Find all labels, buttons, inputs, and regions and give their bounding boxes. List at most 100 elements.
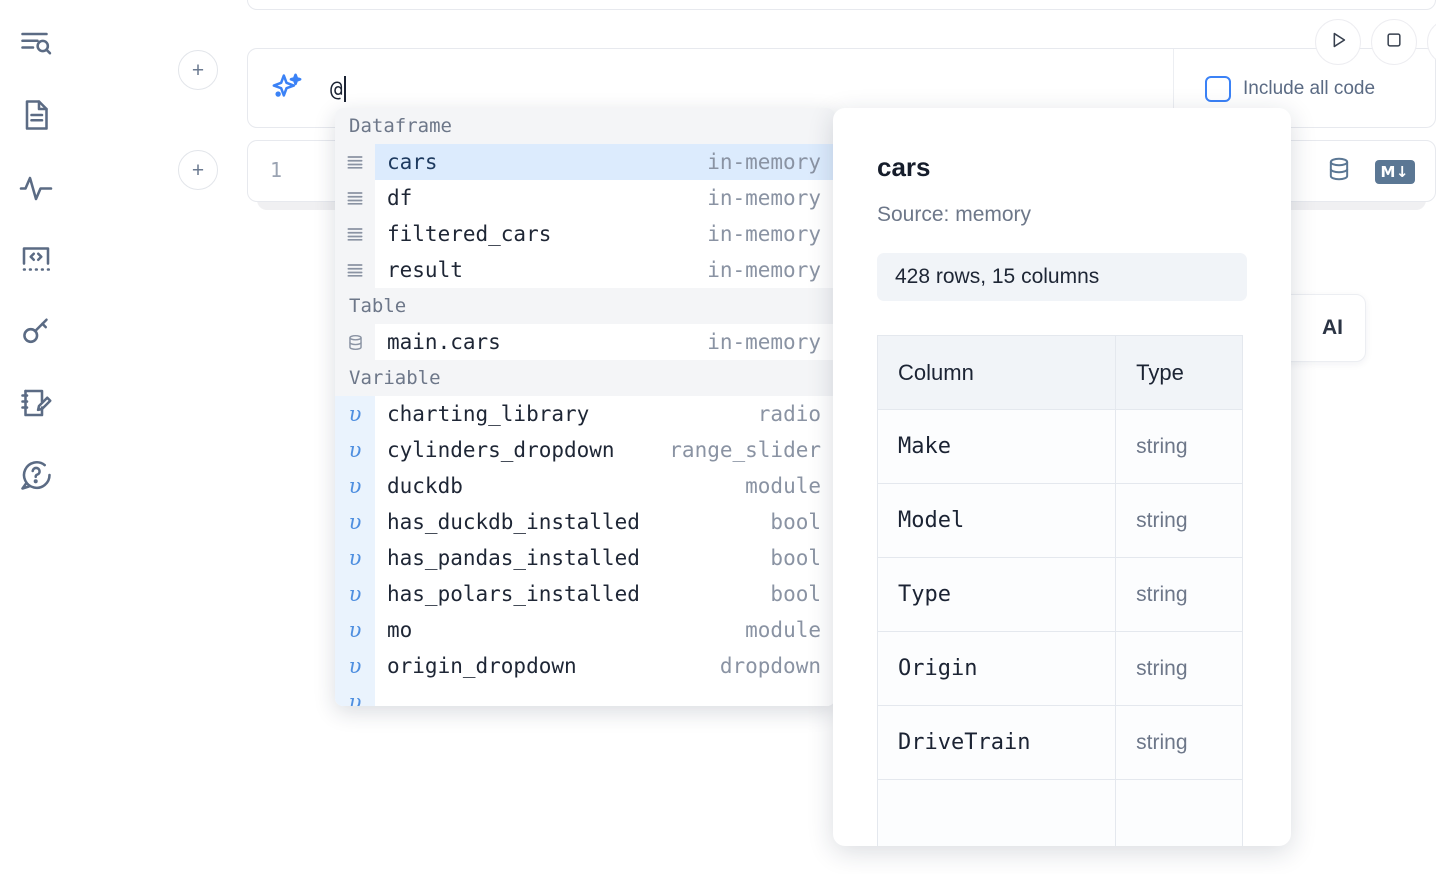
table-header-row: Column Type <box>876 335 1243 410</box>
autocomplete-option-name: has_polars_installed <box>387 582 640 606</box>
help-chat-icon <box>18 457 54 493</box>
variable-icon: υ <box>335 432 375 468</box>
code-snippet-icon <box>18 241 54 277</box>
sidebar-item-secrets[interactable] <box>13 308 59 354</box>
sparkle-icon <box>268 70 306 108</box>
autocomplete-option-name: charting_library <box>387 402 590 426</box>
autocomplete-option-type: module <box>745 474 821 498</box>
add-cell-above-button[interactable]: + <box>178 50 218 90</box>
sidebar-item-activity[interactable] <box>13 164 59 210</box>
variable-icon: υ <box>335 468 375 504</box>
autocomplete-option-name: filtered_cars <box>387 222 552 246</box>
autocomplete-option-type: in-memory <box>707 150 821 174</box>
ai-prompt-input[interactable]: @ <box>330 71 1150 107</box>
autocomplete-option-type: bool <box>770 582 821 606</box>
autocomplete-option[interactable]: υ charting_library radio <box>335 396 835 432</box>
square-icon <box>1384 30 1404 55</box>
autocomplete-option-type: module <box>745 618 821 642</box>
autocomplete-option[interactable]: υ origin_dropdown dropdown <box>335 648 835 684</box>
column-type-cell: string <box>1115 705 1243 780</box>
autocomplete-option-name: has_pandas_installed <box>387 546 640 570</box>
autocomplete-option-type: radio <box>757 402 821 426</box>
autocomplete-option[interactable]: υ has_polars_installed bool <box>335 576 835 612</box>
autocomplete-option-type: dropdown <box>719 654 821 678</box>
database-icon <box>335 324 375 360</box>
details-shape-badge: 428 rows, 15 columns <box>877 253 1247 301</box>
sidebar-item-snippets[interactable] <box>13 236 59 282</box>
plus-icon: + <box>191 158 205 182</box>
dataframe-icon <box>335 180 375 216</box>
autocomplete-option-name: duckdb <box>387 474 463 498</box>
markdown-badge[interactable]: M↓ <box>1374 159 1415 184</box>
autocomplete-option-name: origin_dropdown <box>387 654 577 678</box>
autocomplete-option-body: duckdb module <box>375 468 835 504</box>
play-icon <box>1327 29 1349 56</box>
autocomplete-option-body: main.cars in-memory <box>375 324 835 360</box>
autocomplete-option-type: in-memory <box>707 258 821 282</box>
dataframe-icon <box>335 252 375 288</box>
autocomplete-option-clipped[interactable]: υ <box>335 684 835 706</box>
autocomplete-group-header: Table <box>335 288 835 324</box>
autocomplete-option-name: main.cars <box>387 330 501 354</box>
include-all-code-checkbox[interactable] <box>1205 76 1231 102</box>
column-type-cell <box>1115 779 1243 846</box>
run-button[interactable] <box>1315 19 1361 65</box>
column-name-cell <box>876 779 1117 846</box>
autocomplete-option-body <box>375 684 835 706</box>
autocomplete-option-type: in-memory <box>707 330 821 354</box>
variable-icon: υ <box>335 540 375 576</box>
plus-icon: + <box>191 58 205 82</box>
variable-icon: υ <box>335 648 375 684</box>
autocomplete-option-name <box>387 690 400 706</box>
include-all-code-row[interactable]: Include all code <box>1205 76 1375 102</box>
autocomplete-option-type <box>808 690 821 706</box>
variable-icon: υ <box>335 612 375 648</box>
add-cell-below-button[interactable]: + <box>178 150 218 190</box>
column-header-column: Column <box>876 335 1117 410</box>
autocomplete-option-name: mo <box>387 618 413 642</box>
sidebar-item-outline-search[interactable] <box>13 20 59 66</box>
details-source: Source: memory <box>877 203 1032 226</box>
variable-icon: υ <box>335 576 375 612</box>
table-row-clipped <box>876 779 1243 846</box>
sidebar-item-scratchpad[interactable] <box>13 380 59 426</box>
sidebar-rail <box>0 0 72 874</box>
autocomplete-option-body: charting_library radio <box>375 396 835 432</box>
autocomplete-group-header: Dataframe <box>335 108 835 144</box>
autocomplete-option[interactable]: main.cars in-memory <box>335 324 835 360</box>
database-icon[interactable] <box>1325 155 1353 188</box>
outline-search-icon <box>18 25 54 61</box>
line-number: 1 <box>270 158 283 182</box>
autocomplete-option-body: mo module <box>375 612 835 648</box>
variable-icon: υ <box>335 396 375 432</box>
autocomplete-option-body: has_polars_installed bool <box>375 576 835 612</box>
details-title: cars <box>877 152 931 182</box>
stop-button[interactable] <box>1371 19 1417 65</box>
column-name-cell: Make <box>876 409 1117 484</box>
autocomplete-option-name: cylinders_dropdown <box>387 438 615 462</box>
sidebar-item-document[interactable] <box>13 92 59 138</box>
dataframe-icon <box>335 216 375 252</box>
sidebar-item-help[interactable] <box>13 452 59 498</box>
document-icon <box>18 97 54 133</box>
column-type-cell: string <box>1115 483 1243 558</box>
prompt-value: @ <box>330 77 343 101</box>
ai-chip-label: AI <box>1322 316 1343 339</box>
column-type-cell: string <box>1115 557 1243 632</box>
autocomplete-option-name: has_duckdb_installed <box>387 510 640 534</box>
